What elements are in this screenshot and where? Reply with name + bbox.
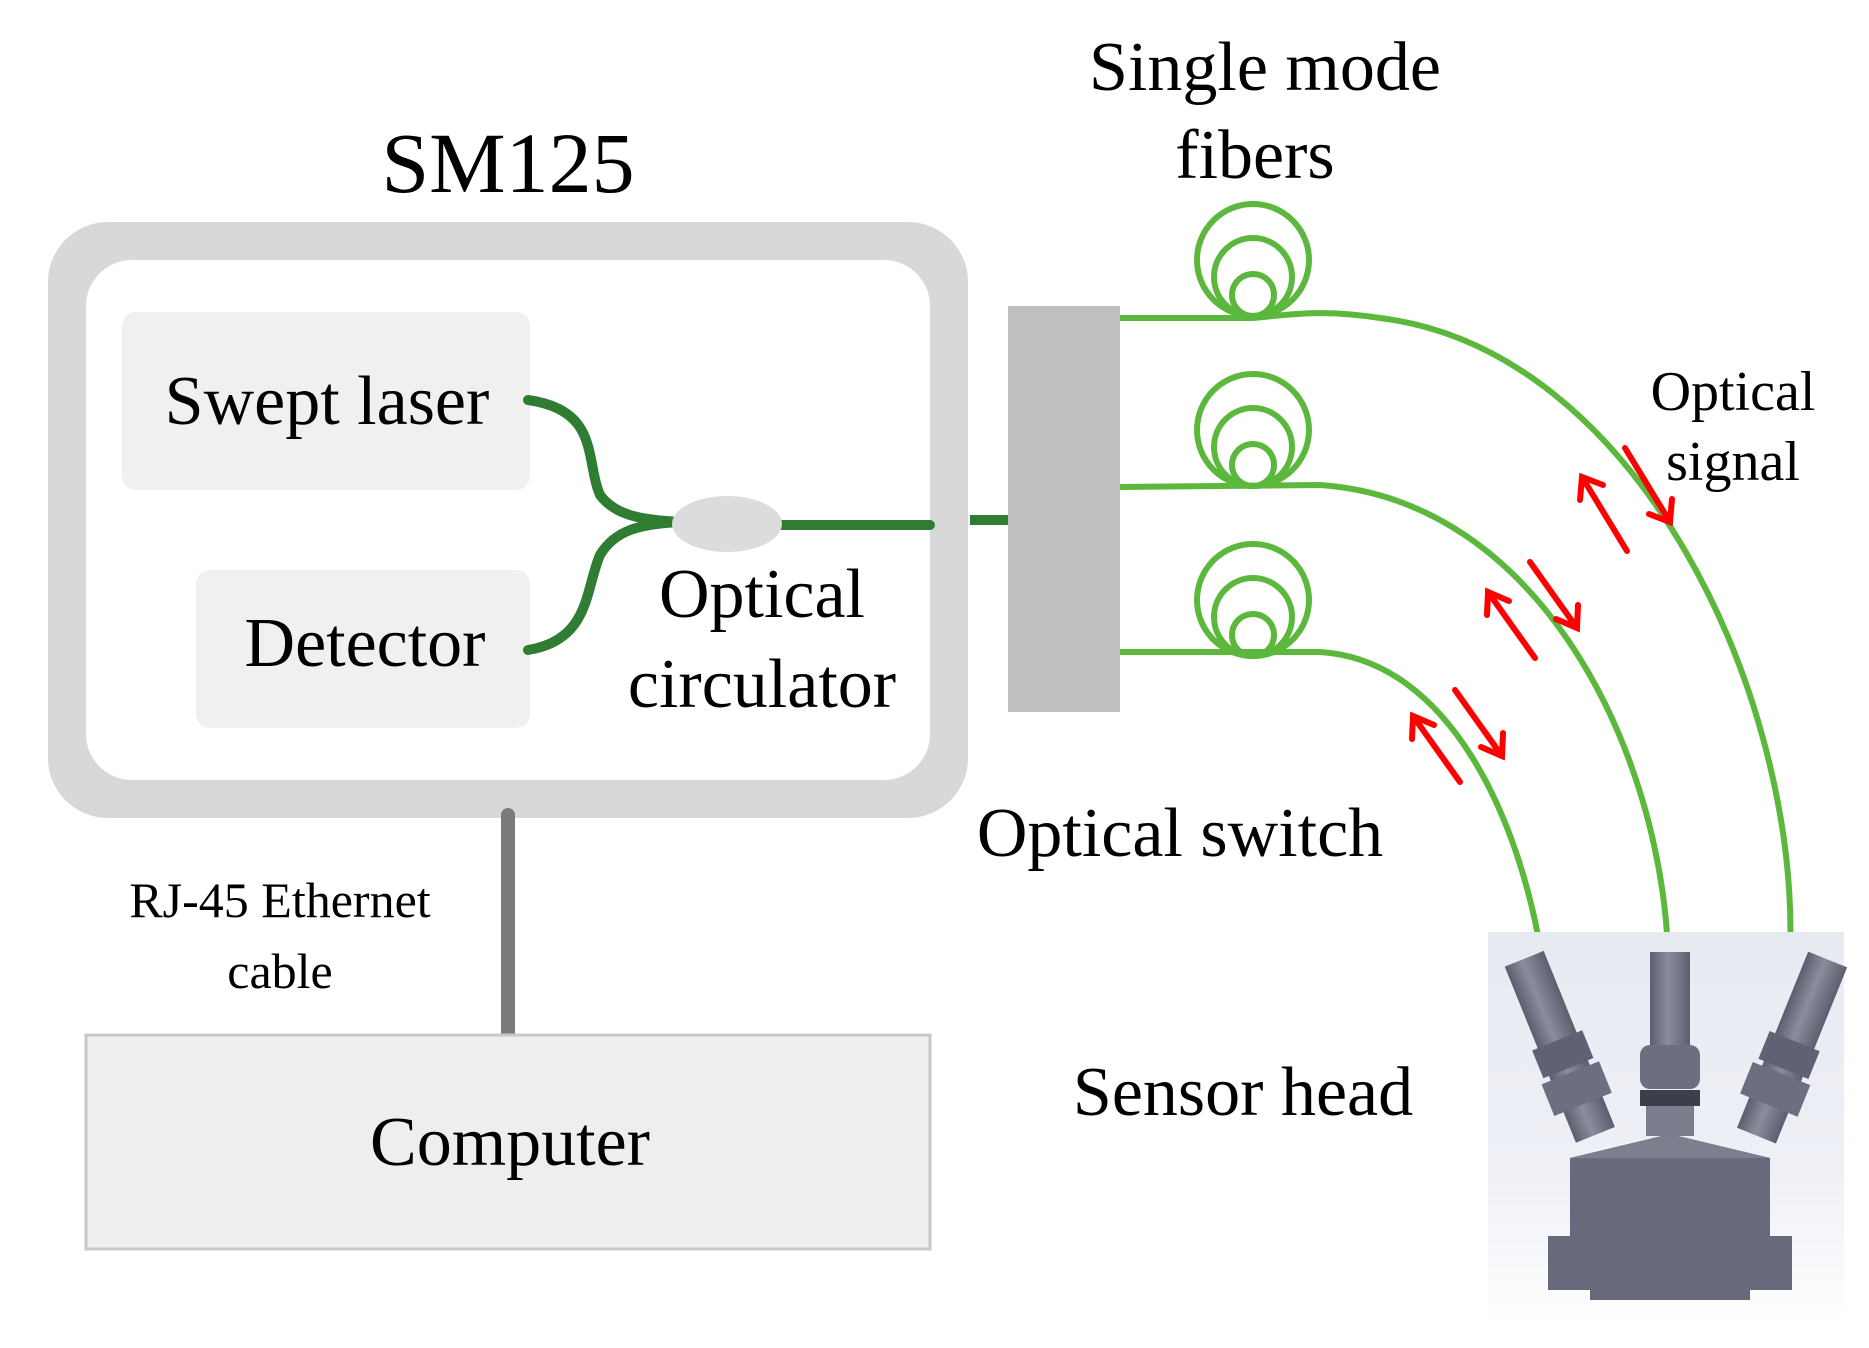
swept-laser-module: Swept laser bbox=[122, 312, 530, 490]
fiber-path-1 bbox=[1120, 310, 1794, 956]
signal-arrow-pair-1 bbox=[1577, 445, 1675, 554]
single-mode-fibers bbox=[1119, 201, 1794, 959]
device-title: SM125 bbox=[381, 115, 634, 211]
single-mode-label-line1: Single mode bbox=[1089, 29, 1441, 106]
circulator-label-line2: circulator bbox=[628, 646, 896, 723]
sensor-right-tube bbox=[1736, 951, 1848, 1144]
swept-laser-label: Swept laser bbox=[165, 363, 490, 440]
sensor-head bbox=[1488, 932, 1848, 1326]
laser-fiber bbox=[523, 395, 685, 527]
fiber-coil-2 bbox=[1194, 371, 1312, 489]
optical-switch bbox=[1008, 306, 1120, 712]
detector-label: Detector bbox=[245, 605, 486, 682]
fiber-coil-3 bbox=[1194, 541, 1312, 659]
sensor-head-label: Sensor head bbox=[1073, 1054, 1413, 1131]
internal-fibers bbox=[523, 395, 1010, 655]
computer-label: Computer bbox=[370, 1104, 650, 1181]
detector-fiber bbox=[523, 517, 685, 655]
optical-signal-label-line2: signal bbox=[1666, 431, 1800, 493]
optical-signal-arrows bbox=[1409, 445, 1675, 785]
signal-arrow-pair-3 bbox=[1409, 687, 1506, 785]
sensor-left-tube bbox=[1504, 950, 1615, 1143]
fiber-path-2 bbox=[1119, 481, 1671, 953]
optical-switch-label: Optical switch bbox=[977, 795, 1383, 872]
circulator-label-line1: Optical bbox=[659, 556, 865, 633]
signal-arrow-pair-2 bbox=[1484, 559, 1581, 661]
computer-box: Computer bbox=[84, 1033, 932, 1251]
fiber-coil-1 bbox=[1194, 201, 1312, 319]
optical-circulator bbox=[672, 496, 782, 552]
sensor-body bbox=[1548, 1134, 1792, 1300]
ethernet-label-line1: RJ-45 Ethernet bbox=[129, 872, 430, 928]
ethernet-label-line2: cable bbox=[227, 943, 332, 999]
sensor-middle-tube bbox=[1640, 952, 1700, 1136]
fiber-path-3 bbox=[1120, 649, 1545, 959]
detector-module: Detector bbox=[196, 570, 530, 728]
single-mode-label-line2: fibers bbox=[1175, 117, 1334, 194]
optical-signal-label-line1: Optical bbox=[1651, 361, 1816, 423]
